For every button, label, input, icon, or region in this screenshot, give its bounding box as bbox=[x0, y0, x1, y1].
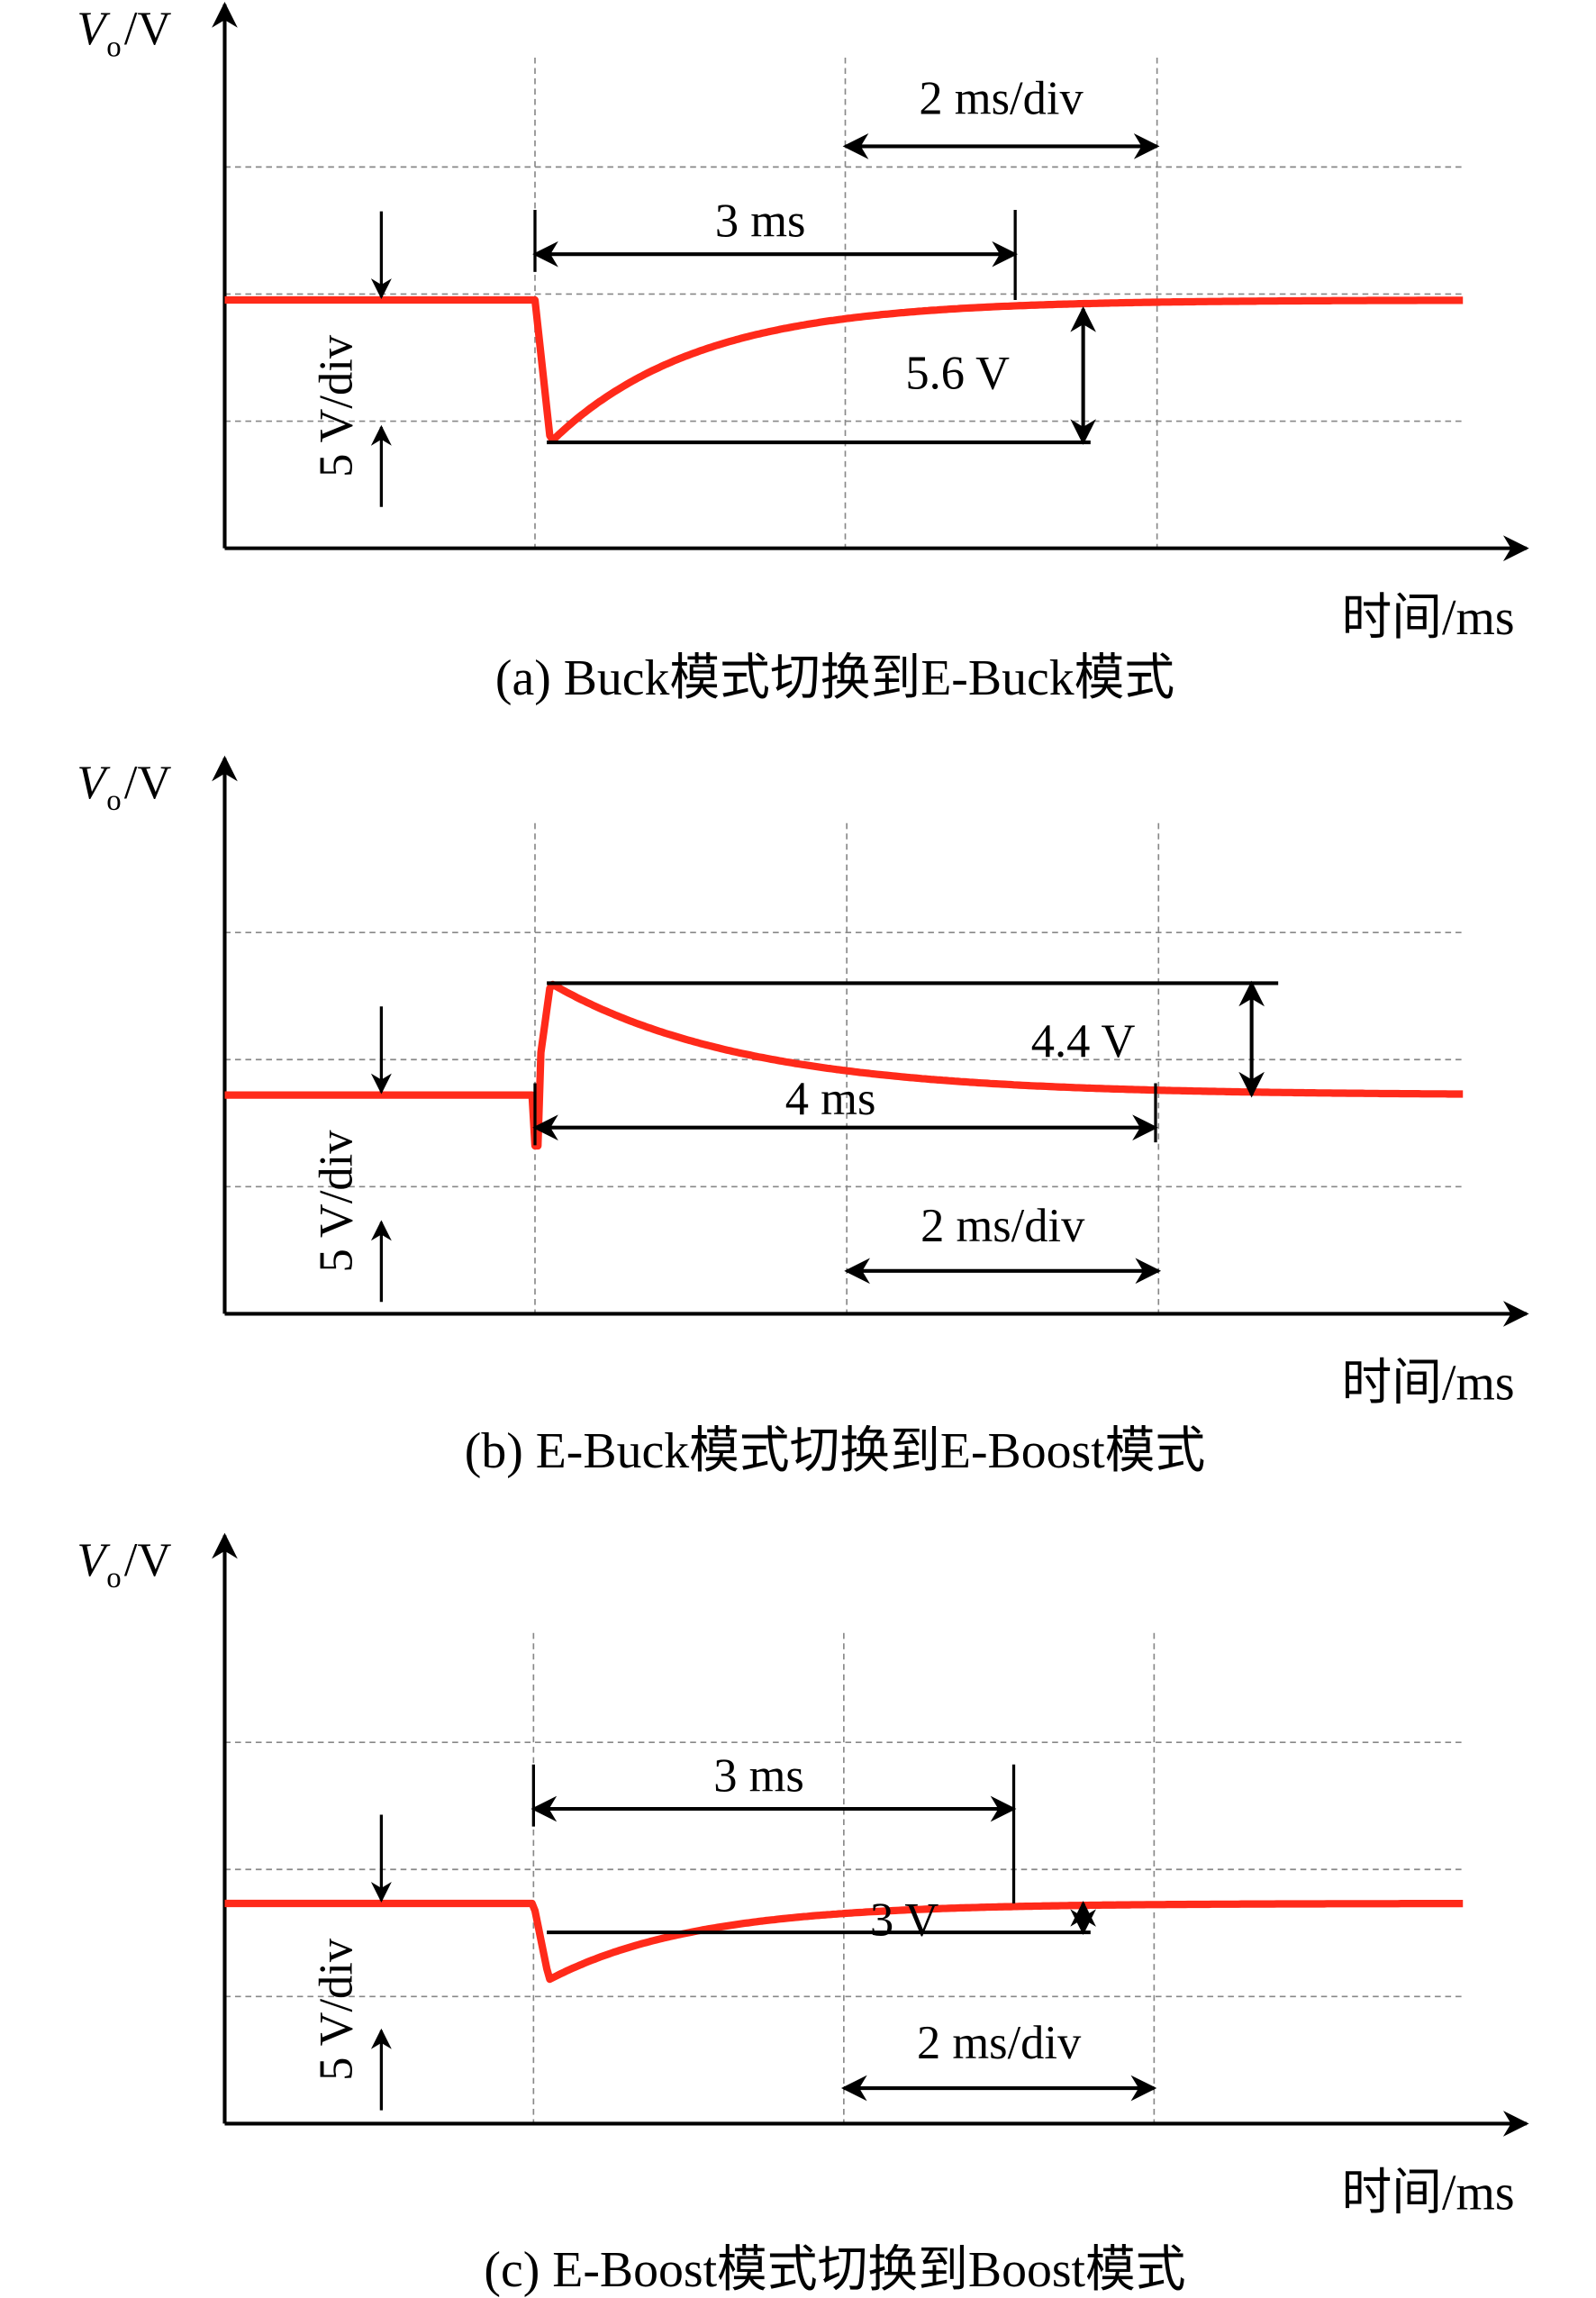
v-scale-label: 5 V/div bbox=[311, 1938, 363, 2081]
recovery-time-label: 3 ms bbox=[715, 195, 806, 247]
x-axis-label: 时间/ms bbox=[1342, 2166, 1515, 2221]
x-axis-label: 时间/ms bbox=[1342, 1356, 1515, 1412]
y-axis-label-subscript: o bbox=[106, 785, 121, 817]
x-axis-label: 时间/ms bbox=[1342, 590, 1515, 646]
y-axis-label: V bbox=[77, 3, 111, 55]
t-scale-label: 2 ms/div bbox=[917, 2017, 1082, 2069]
y-axis-label-unit: /V bbox=[124, 1534, 172, 1586]
y-axis-label-unit: /V bbox=[124, 3, 172, 55]
deviation-label: 4.4 V bbox=[1031, 1015, 1136, 1067]
panel-caption: (b) E-Buck模式切换到E-Boost模式 bbox=[465, 1423, 1205, 1479]
deviation-label: 3 V bbox=[870, 1894, 939, 1947]
deviation-label: 5.6 V bbox=[905, 348, 1010, 400]
recovery-time-label: 4 ms bbox=[785, 1073, 876, 1125]
panel-caption: (c) E-Boost模式切换到Boost模式 bbox=[484, 2242, 1185, 2298]
voltage-trace bbox=[223, 1899, 1465, 1984]
y-axis-label: V bbox=[77, 757, 111, 809]
v-scale-label: 5 V/div bbox=[311, 1130, 363, 1273]
recovery-time-label: 3 ms bbox=[713, 1749, 804, 1802]
t-scale-label: 2 ms/div bbox=[920, 1200, 1085, 1252]
y-axis-label-subscript: o bbox=[106, 31, 121, 63]
v-scale-label: 5 V/div bbox=[311, 334, 363, 477]
y-axis-label: V bbox=[77, 1534, 111, 1586]
panel-caption: (a) Buck模式切换到E-Buck模式 bbox=[495, 650, 1174, 706]
t-scale-label: 2 ms/div bbox=[919, 72, 1084, 124]
y-axis-label-subscript: o bbox=[106, 1562, 121, 1594]
y-axis-label-unit: /V bbox=[124, 757, 172, 809]
voltage-trace bbox=[223, 295, 1465, 444]
